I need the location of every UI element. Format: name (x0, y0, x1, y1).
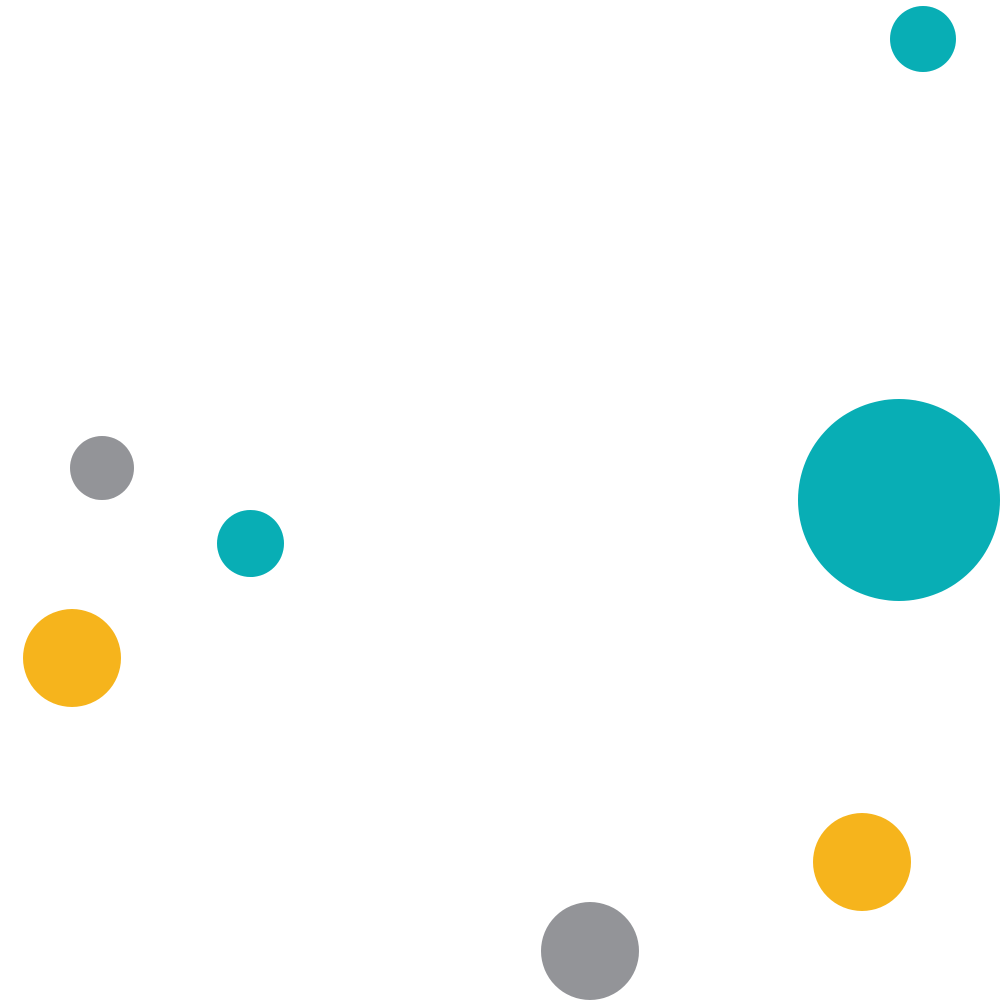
teal-circle-small-left (217, 510, 284, 577)
teal-circle-small-top-right (890, 6, 956, 72)
gray-circle-left (70, 436, 134, 500)
gray-circle-bottom (541, 902, 639, 1000)
yellow-circle-left (23, 609, 121, 707)
teal-circle-large-right (798, 399, 1000, 601)
yellow-circle-bottom-right (813, 813, 911, 911)
